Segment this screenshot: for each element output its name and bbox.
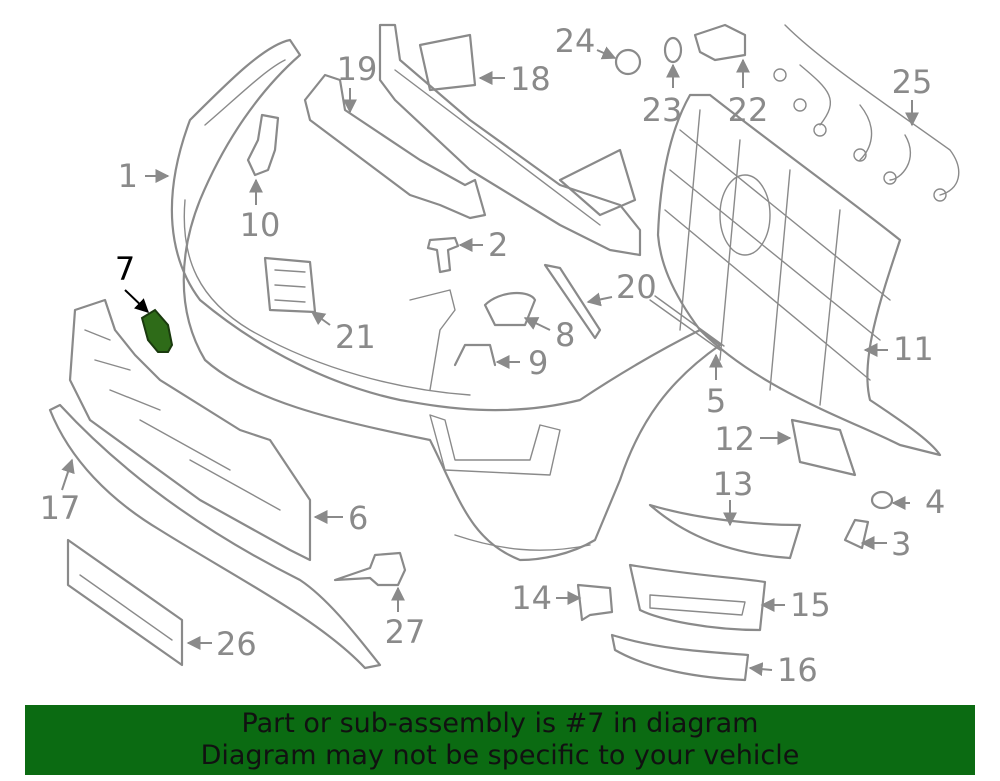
callout-11: 11 — [893, 330, 934, 368]
callout-17: 17 — [40, 489, 81, 527]
parts-diagram: 1 2 3 4 5 6 7 8 9 10 11 12 13 14 15 16 1… — [40, 22, 960, 689]
push-clip-drawing — [426, 236, 460, 274]
lower-spoiler-drawing — [48, 403, 382, 670]
trim-strip-drawing — [649, 295, 725, 351]
callout-3: 3 — [891, 525, 911, 563]
support-rod-drawing — [543, 263, 602, 340]
callout-numbers: 1 2 3 4 5 6 7 8 9 10 11 12 13 14 15 16 1… — [40, 22, 946, 689]
callout-21: 21 — [335, 318, 376, 356]
chrome-trim-drawing — [648, 503, 802, 560]
banner-line-1: Part or sub-assembly is #7 in diagram — [241, 708, 759, 739]
callout-4: 4 — [925, 483, 945, 521]
upper-bracket-drawing — [303, 73, 487, 220]
highlighted-part-7 — [140, 308, 174, 353]
sensor-drawing — [333, 551, 407, 587]
parking-sensor-drawing — [614, 23, 747, 76]
callout-23: 23 — [642, 91, 683, 129]
retainer-clip-drawing — [576, 583, 614, 622]
callout-5: 5 — [706, 382, 726, 420]
grille-drawing — [656, 93, 942, 457]
leader-lines — [61, 46, 919, 677]
energy-absorber-drawing — [68, 298, 312, 562]
banner-line-2: Diagram may not be specific to your vehi… — [200, 740, 800, 771]
callout-22: 22 — [728, 91, 769, 129]
hardware-drawing — [843, 490, 894, 550]
callout-8: 8 — [555, 316, 575, 354]
side-bracket-drawing — [246, 113, 280, 177]
control-module-drawing — [263, 256, 317, 314]
callout-13: 13 — [713, 465, 754, 503]
reinforcement-bar-drawing — [378, 23, 642, 257]
callout-6: 6 — [348, 499, 368, 537]
callout-15: 15 — [790, 586, 831, 624]
callout-9: 9 — [528, 344, 548, 382]
grille-insert-drawing — [790, 418, 857, 477]
u-bracket-drawing — [453, 343, 497, 367]
callout-16: 16 — [777, 651, 818, 689]
callout-24: 24 — [555, 22, 596, 60]
callout-19: 19 — [337, 50, 378, 88]
callout-20: 20 — [616, 268, 657, 306]
lower-grille-drawing — [628, 563, 767, 632]
wiring-harness-drawing — [773, 24, 960, 202]
callout-1: 1 — [118, 157, 138, 195]
lower-trim-drawing — [610, 633, 750, 682]
bumper-cover-drawing — [170, 38, 722, 562]
license-plate-bracket-drawing — [66, 538, 184, 667]
info-banner: Part or sub-assembly is #7 in diagram Di… — [25, 705, 975, 775]
callout-25: 25 — [892, 63, 933, 101]
callout-27: 27 — [385, 613, 426, 651]
callout-14: 14 — [511, 579, 552, 617]
callout-2: 2 — [488, 226, 508, 264]
callout-18: 18 — [510, 60, 551, 98]
callout-7: 7 — [115, 250, 135, 288]
callout-12: 12 — [714, 420, 755, 458]
callout-26: 26 — [216, 625, 257, 663]
callout-10: 10 — [240, 206, 281, 244]
